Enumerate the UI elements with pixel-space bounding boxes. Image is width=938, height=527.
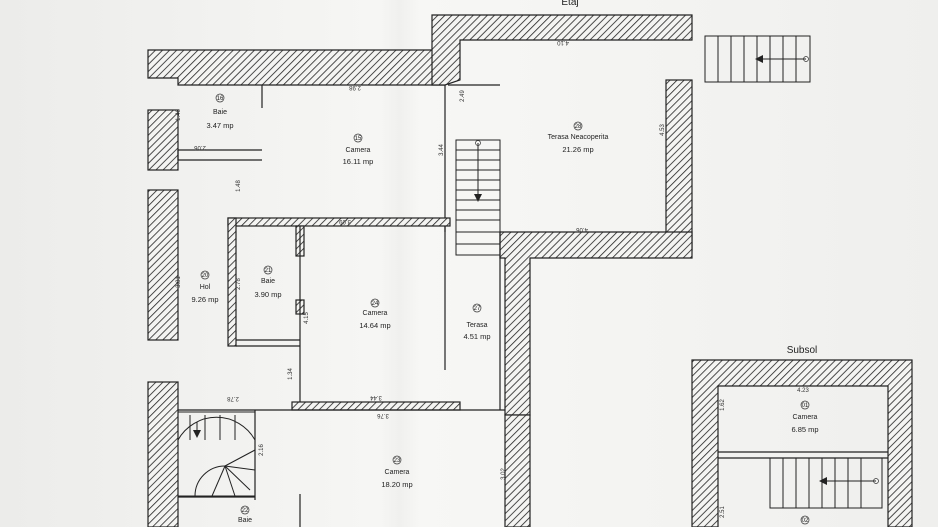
room-area: 16.11 mp <box>343 157 374 166</box>
room-camera-top: 15 Camera 16.11 mp <box>343 133 374 166</box>
stair-upper <box>455 139 501 256</box>
room-area: 6.85 mp <box>791 425 818 434</box>
room-number: 15 <box>355 136 362 142</box>
room-area: 21.26 mp <box>562 145 593 154</box>
room-area: 3.90 mp <box>254 290 281 299</box>
dim-3-44: 3.44 <box>439 144 445 156</box>
dim-2-78: 2.78 <box>236 278 242 290</box>
dim-3-76: 3.76 <box>377 412 389 418</box>
dimension-labels: 4.10 2.98 1.46 2.06 1.48 2.49 3.44 4.53 … <box>176 39 809 518</box>
stair-outside <box>704 35 811 83</box>
room-name: Baie <box>261 278 275 285</box>
stair-basement <box>769 457 883 509</box>
room-number: 21 <box>265 268 272 274</box>
room-number: 01 <box>802 403 809 409</box>
room-number: 16 <box>217 96 224 102</box>
room-area: 18.20 mp <box>381 480 412 489</box>
dim-4-10: 4.10 <box>557 39 569 45</box>
room-number: 28 <box>575 124 582 130</box>
dim-4-53: 4.53 <box>660 124 666 136</box>
dim-2-16: 2.16 <box>259 444 265 456</box>
room-camera-mid: 24 Camera 14.64 mp <box>359 298 391 330</box>
room-camera-bottom: 23 Camera 18.20 mp <box>381 455 413 489</box>
stair-spiral <box>177 411 256 497</box>
dim-2-49: 2.49 <box>460 90 466 102</box>
wall-left-middle <box>147 189 179 341</box>
dim-1-48: 1.48 <box>236 180 242 192</box>
wall-terrace-bottom <box>499 231 693 416</box>
wall-lower-horizontal <box>291 401 461 411</box>
room-name: Baie <box>238 517 252 524</box>
basement-walls <box>691 359 913 527</box>
room-area: 4.51 mp <box>463 332 490 341</box>
room-area: 3.47 mp <box>206 121 233 130</box>
dim-3-44b: 3.44 <box>370 394 382 400</box>
dim-2-98: 2.98 <box>349 84 361 90</box>
room-camera-subsol: 01 Camera 6.85 mp <box>791 400 819 434</box>
wall-left-upper <box>147 109 179 171</box>
dim-4-15: 4.15 <box>304 312 310 324</box>
interior-walls <box>177 84 505 527</box>
dim-3-81: 3.81 <box>176 276 182 288</box>
room-number: 02 <box>802 518 809 524</box>
dim-2-06: 2.06 <box>194 144 206 150</box>
floor-title: Etaj <box>561 0 578 8</box>
room-hol: 20 Hol 9.26 mp <box>191 270 219 304</box>
room-name: Camera <box>793 414 818 421</box>
wall-right-lower <box>504 414 531 527</box>
dim-2-78b: 2.78 <box>227 395 239 401</box>
room-terasa: 27 Terasa 4.51 mp <box>463 303 491 341</box>
dim-4-23: 4.23 <box>797 388 809 394</box>
room-number: 27 <box>474 306 481 312</box>
room-name: Camera <box>363 310 388 317</box>
dim-3-09: 3.09 <box>339 218 351 224</box>
wall-top-left <box>147 49 446 86</box>
room-baie-mid: 21 Baie 3.90 mp <box>254 265 282 299</box>
room-name: Camera <box>346 147 371 154</box>
basement-title: Subsol <box>787 345 818 356</box>
dim-2-51: 2.51 <box>720 506 726 518</box>
room-subsol-bottom: 02 <box>800 515 810 525</box>
room-baie-bottom: 22 Baie <box>238 505 252 524</box>
room-baie-top: 16 Baie 3.47 mp <box>206 93 234 130</box>
room-number: 24 <box>372 301 379 307</box>
room-name: Terasa Neacoperita <box>548 134 609 141</box>
room-terasa-neacoperita: 28 Terasa Neacoperita 21.26 mp <box>548 121 609 154</box>
room-area: 9.26 mp <box>191 295 218 304</box>
wall-left-lower <box>147 381 179 527</box>
dim-4-06: 4.06 <box>576 226 588 232</box>
room-name: Terasa <box>466 322 487 329</box>
room-name: Camera <box>385 469 410 476</box>
dim-1-46: 1.46 <box>176 109 182 121</box>
room-area: 14.64 mp <box>359 321 390 330</box>
dim-1-34: 1.34 <box>288 368 294 380</box>
room-number: 23 <box>394 458 401 464</box>
wall-top-terrace <box>431 14 693 86</box>
dim-1-62: 1.62 <box>720 399 726 411</box>
wall-mid-horizontal <box>227 217 451 227</box>
dim-3-02: 3.02 <box>501 468 507 480</box>
room-number: 20 <box>202 273 209 279</box>
room-name: Baie <box>213 109 227 116</box>
room-number: 22 <box>242 508 249 514</box>
room-name: Hol <box>200 284 211 291</box>
wall-right-terrace <box>665 79 693 251</box>
